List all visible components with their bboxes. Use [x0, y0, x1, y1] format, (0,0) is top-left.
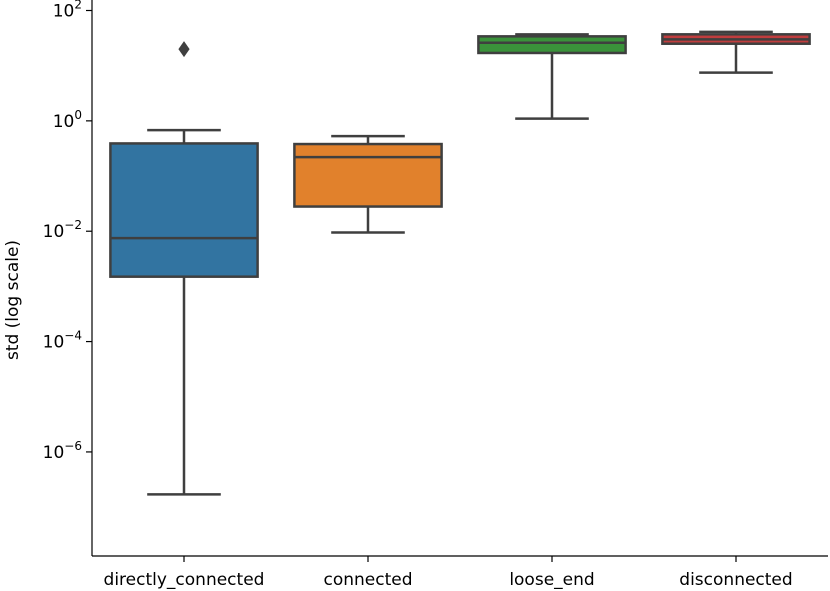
y-tick-label: 100	[53, 108, 82, 132]
box-connected	[293, 134, 443, 234]
box-loose_end	[477, 33, 627, 120]
x-axis-ticks: directly_connected connected loose_end disc…	[104, 556, 793, 590]
x-tick-label: disconnected	[679, 570, 792, 590]
x-tick-label: connected	[323, 570, 412, 590]
x-tick-label: loose_end	[509, 570, 594, 590]
outlier-point	[178, 41, 190, 58]
y-tick-label: 10−4	[43, 329, 82, 353]
box-series	[109, 30, 811, 496]
y-tick-label: 102	[53, 0, 82, 22]
y-axis-label: std (log scale)	[3, 240, 23, 360]
box-directly_connected	[109, 41, 259, 496]
box-disconnected	[661, 30, 811, 74]
box-iqr	[109, 142, 259, 278]
y-tick-label: 10−2	[43, 218, 82, 242]
x-tick-label: directly_connected	[104, 570, 265, 590]
y-tick-label: 10−6	[43, 439, 82, 463]
y-axis-ticks: 102 100 10−2 10−4 10−6	[43, 0, 92, 463]
box-iqr	[293, 142, 443, 208]
axes	[91, 0, 828, 557]
box-iqr	[477, 35, 627, 55]
